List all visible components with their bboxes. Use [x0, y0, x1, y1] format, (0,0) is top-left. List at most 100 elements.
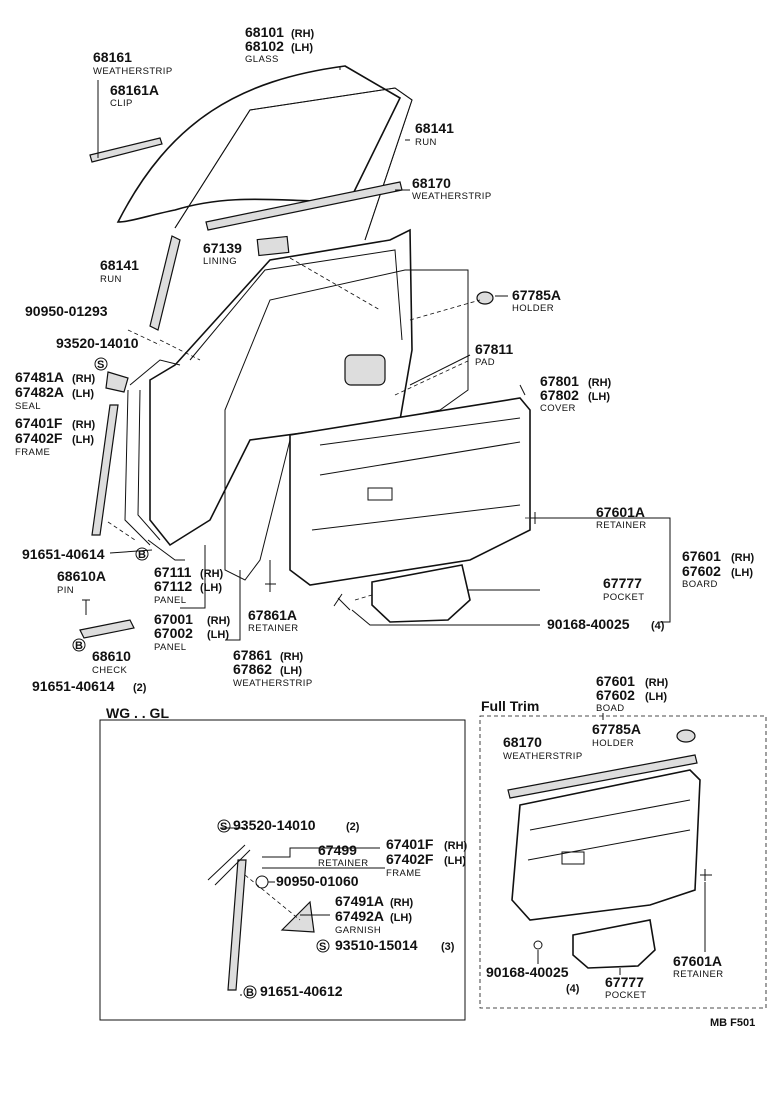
- door-weatherstrip-rh: (RH): [280, 651, 304, 663]
- pocket-number: 67777: [603, 575, 642, 591]
- weatherstrip-name: WEATHERSTRIP: [93, 66, 173, 77]
- glass-lh: (LH): [291, 42, 313, 54]
- pad-number: 67811: [475, 341, 513, 357]
- panel-inner-number-lh: 67112: [154, 578, 192, 594]
- retainer-clip-shape: [530, 512, 545, 524]
- pin-shape: [82, 599, 90, 615]
- bolt-91651-number: 91651-40614: [22, 546, 105, 562]
- wg-retainer-number: 67499: [318, 842, 357, 858]
- frame-number: 67401F: [15, 415, 63, 431]
- front-run-shape: [149, 235, 181, 331]
- pin-number: 68610A: [57, 568, 106, 584]
- door-inner-panel-shape: [149, 228, 413, 547]
- ft-screw-shape: [533, 940, 543, 950]
- seal-number: 67481A: [15, 369, 64, 385]
- board-number-lh: 67602: [682, 563, 721, 579]
- wg-leader-lines: [220, 827, 385, 996]
- panel-inner-rh: (RH): [200, 568, 224, 580]
- ft-holder-name: HOLDER: [592, 738, 634, 749]
- frame-lh: (LH): [72, 434, 94, 446]
- wg-bracket-shape: [207, 844, 251, 886]
- ft-board-line1: [529, 799, 691, 831]
- ft-holder-number: 67785A: [592, 721, 641, 737]
- ft-pocket-shape: [572, 919, 656, 969]
- door-weatherstrip-lh: (LH): [280, 665, 302, 677]
- panel-inner-lh: (LH): [200, 582, 222, 594]
- frame-name: FRAME: [15, 447, 50, 458]
- wg-garnish-number: 67491A: [335, 893, 384, 909]
- guide-lines: [107, 257, 530, 601]
- ft-board-line2: [527, 829, 691, 861]
- frame-rh: (RH): [72, 419, 96, 431]
- ft-pocket-number: 67777: [605, 974, 644, 990]
- wg-frame-name: FRAME: [386, 868, 421, 879]
- trim-board-line2: [319, 441, 521, 476]
- ft-retainer-shape: [700, 869, 712, 881]
- retainer-ws-name: RETAINER: [248, 623, 299, 634]
- panel-outer-name: PANEL: [154, 642, 186, 653]
- wg-garnish-shape: [280, 900, 315, 933]
- weatherstrip-number: 68161: [93, 49, 132, 65]
- full-trim-box: [479, 715, 767, 1009]
- full-trim-title: Full Trim: [481, 698, 539, 714]
- board-number: 67601: [682, 548, 721, 564]
- run-name-rear: RUN: [415, 137, 437, 148]
- clip-name: CLIP: [110, 98, 133, 109]
- seal-lh: (LH): [72, 388, 94, 400]
- weatherstrip-inner-number: 68170: [412, 175, 451, 191]
- frame-shape: [91, 404, 119, 536]
- b-marker-bolt: [135, 547, 149, 561]
- door-window-frame: [189, 249, 403, 361]
- wg-s-marker-2: [316, 939, 330, 953]
- pin-name: PIN: [57, 585, 74, 596]
- ft-holder-shape: [676, 729, 696, 743]
- seal-rh: (RH): [72, 373, 96, 385]
- screw-shape: [333, 593, 351, 611]
- run-name-front: RUN: [100, 274, 122, 285]
- glass-number: 68101: [245, 24, 284, 40]
- ft-weatherstrip-number: 68170: [503, 734, 542, 750]
- lining-number: 67139: [203, 240, 242, 256]
- frame-number-lh: 67402F: [15, 430, 63, 446]
- ft-board-rh: (RH): [645, 677, 669, 689]
- bolt-91651-check-number: 91651-40614: [32, 678, 115, 694]
- glass-rh: (RH): [291, 28, 315, 40]
- wg-s-marker-2-label: S: [319, 941, 326, 953]
- wg-b-marker-label: B: [246, 987, 254, 999]
- trim-board-handle: [367, 487, 393, 501]
- trim-board-line3: [311, 504, 521, 531]
- ft-retainer-number: 67601A: [673, 953, 722, 969]
- holder-number: 67785A: [512, 287, 561, 303]
- panel-inner-number: 67111: [154, 564, 192, 580]
- board-rh: (RH): [731, 552, 755, 564]
- panel-outer-lh: (LH): [207, 629, 229, 641]
- pad-shape: [344, 354, 386, 386]
- glass-run-inner: [174, 87, 413, 241]
- b-marker-bolt-label: B: [138, 549, 146, 561]
- glass-number-lh: 68102: [245, 38, 284, 54]
- ft-weatherstrip-shape: [507, 754, 698, 799]
- ft-leader-lines: [537, 713, 706, 975]
- seal-name: SEAL: [15, 401, 41, 412]
- wg-gl-title: WG . . GL: [106, 705, 169, 721]
- board-lh: (LH): [731, 567, 753, 579]
- cover-rh: (RH): [588, 377, 612, 389]
- weatherstrip-inner-name: WEATHERSTRIP: [412, 191, 492, 202]
- leader-lines: [97, 66, 671, 641]
- trim-board-shape: [289, 397, 531, 586]
- check-shape: [79, 619, 135, 639]
- retainer-board-name: RETAINER: [596, 520, 647, 531]
- door-weatherstrip-shape: [224, 269, 469, 581]
- trim-board-line1: [319, 417, 521, 446]
- b-marker-check: [72, 638, 86, 652]
- ft-board-shape: [511, 769, 701, 921]
- wg-frame-number-lh: 67402F: [386, 851, 434, 867]
- pad-name: PAD: [475, 357, 495, 368]
- wg-frame-rh: (RH): [444, 840, 468, 852]
- wg-screw-shape: [255, 875, 269, 889]
- retainer-board-number: 67601A: [596, 504, 645, 520]
- wg-gl-box: [99, 719, 466, 1021]
- s-marker-seal: [94, 357, 108, 371]
- wg-b-marker: [243, 985, 257, 999]
- ft-screw-qty: (4): [566, 983, 580, 995]
